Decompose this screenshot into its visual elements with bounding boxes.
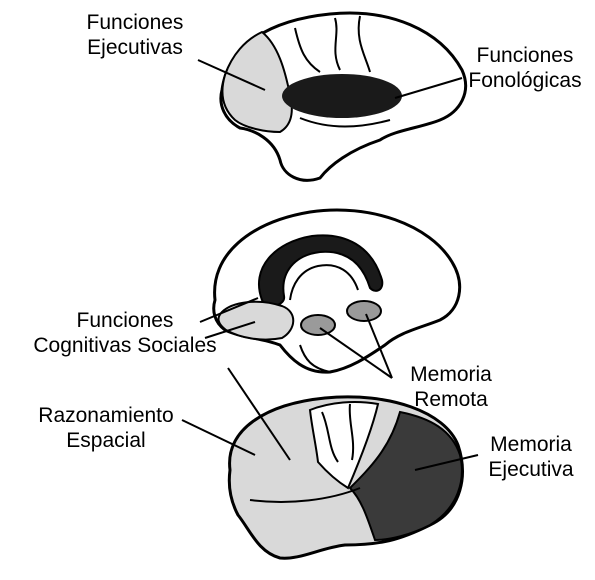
middle-brain (214, 210, 460, 372)
label-funciones-fonologicas-line2: Fonológicas (455, 68, 595, 93)
label-funciones-ejecutivas-line1: Funciones (72, 10, 198, 35)
top-phonological-region (282, 74, 402, 118)
label-razonamiento-espacial: Razonamiento Espacial (18, 403, 194, 453)
label-funciones-ejecutivas: Funciones Ejecutivas (72, 10, 198, 60)
middle-memory-oval-left (301, 315, 335, 335)
label-funciones-fonologicas-line1: Funciones (455, 43, 595, 68)
middle-memory-oval-right (347, 301, 381, 321)
label-cognitivas-sociales-line2: Cognitivas Sociales (10, 333, 240, 358)
label-cognitivas-sociales-line1: Funciones (10, 308, 240, 333)
label-memoria-remota-line1: Memoria (395, 362, 507, 387)
label-memoria-remota: Memoria Remota (395, 362, 507, 412)
label-razonamiento-espacial-line1: Razonamiento (18, 403, 194, 428)
label-funciones-fonologicas: Funciones Fonológicas (455, 43, 595, 93)
label-memoria-ejecutiva-line1: Memoria (472, 432, 590, 457)
label-memoria-remota-line2: Remota (395, 387, 507, 412)
label-funciones-ejecutivas-line2: Ejecutivas (72, 35, 198, 60)
label-funciones-cognitivas-sociales: Funciones Cognitivas Sociales (10, 308, 240, 358)
middle-brain-outline (214, 210, 460, 372)
label-memoria-ejecutiva-line2: Ejecutiva (472, 457, 590, 482)
top-brain (221, 13, 466, 180)
label-memoria-ejecutiva: Memoria Ejecutiva (472, 432, 590, 482)
label-razonamiento-espacial-line2: Espacial (18, 428, 194, 453)
